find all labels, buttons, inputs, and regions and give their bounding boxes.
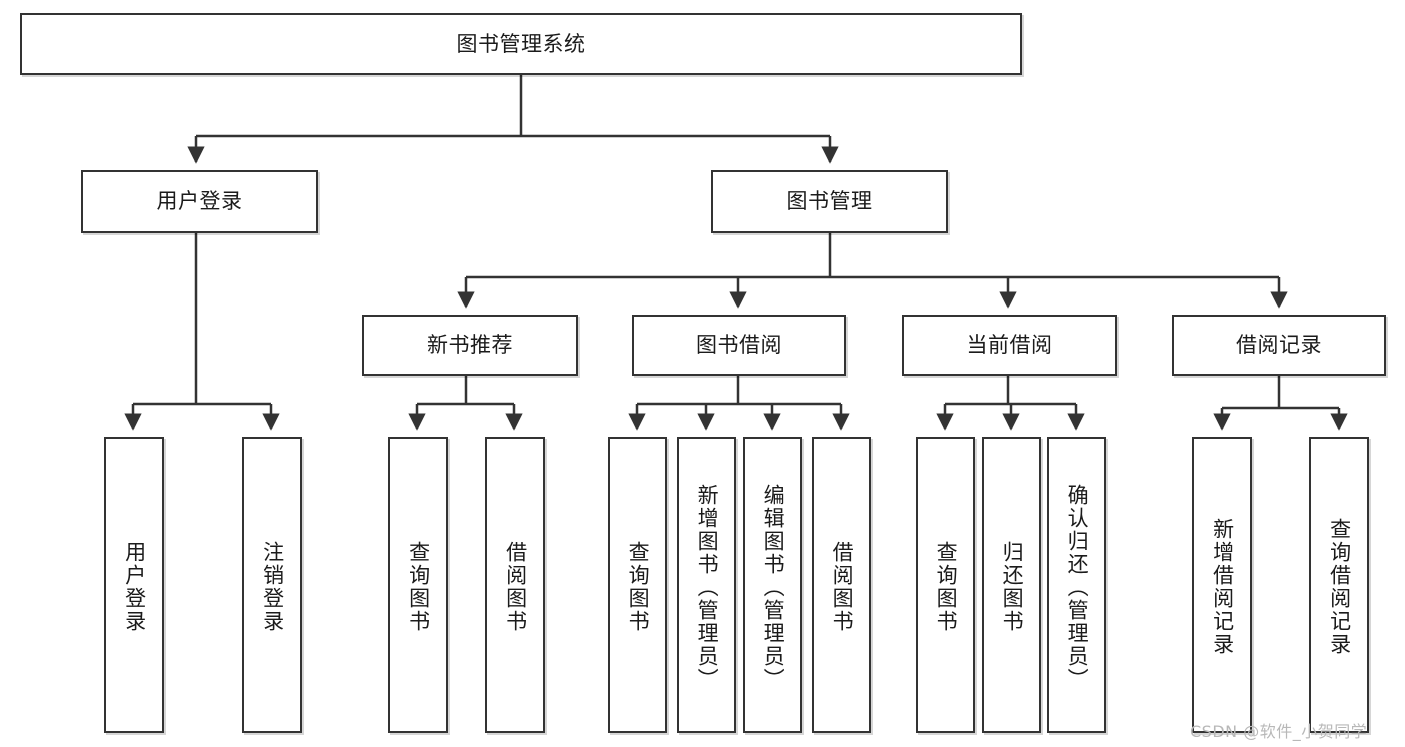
node-leaf-borrow-book-2-label: 借阅图书 (830, 541, 855, 633)
node-leaf-add-book[interactable]: 新增图书（管理员） (677, 437, 736, 733)
node-book-borrow-label: 图书借阅 (696, 333, 782, 358)
node-leaf-query-record[interactable]: 查询借阅记录 (1309, 437, 1369, 733)
node-leaf-confirm-return-label: 确认归还（管理员） (1065, 483, 1090, 691)
node-leaf-edit-book-label: 编辑图书（管理员） (761, 483, 786, 691)
node-leaf-query-book-2-label: 查询图书 (626, 541, 651, 633)
node-leaf-user-login-label: 用户登录 (122, 541, 147, 633)
node-current-borrow[interactable]: 当前借阅 (902, 315, 1117, 376)
csdn-watermark: CSDN @软件_小贺同学 (1190, 722, 1368, 741)
node-leaf-borrow-book-1[interactable]: 借阅图书 (485, 437, 545, 733)
node-user-login[interactable]: 用户登录 (81, 170, 318, 233)
node-new-book-recommend-label: 新书推荐 (427, 333, 513, 358)
node-book-borrow[interactable]: 图书借阅 (632, 315, 846, 376)
node-leaf-query-book-1[interactable]: 查询图书 (388, 437, 448, 733)
node-leaf-return-book-label: 归还图书 (1000, 541, 1025, 633)
node-leaf-add-record[interactable]: 新增借阅记录 (1192, 437, 1252, 733)
node-leaf-query-book-1-label: 查询图书 (406, 541, 431, 633)
node-root[interactable]: 图书管理系统 (20, 13, 1022, 75)
node-book-manage-label: 图书管理 (786, 189, 873, 214)
node-borrow-record[interactable]: 借阅记录 (1172, 315, 1386, 376)
node-leaf-user-login[interactable]: 用户登录 (104, 437, 164, 733)
node-leaf-user-logout[interactable]: 注销登录 (242, 437, 302, 733)
node-borrow-record-label: 借阅记录 (1236, 333, 1322, 358)
node-leaf-confirm-return[interactable]: 确认归还（管理员） (1047, 437, 1106, 733)
node-leaf-return-book[interactable]: 归还图书 (982, 437, 1041, 733)
node-leaf-add-record-label: 新增借阅记录 (1210, 518, 1235, 656)
node-leaf-query-book-3[interactable]: 查询图书 (916, 437, 975, 733)
node-leaf-query-record-label: 查询借阅记录 (1327, 518, 1352, 656)
node-leaf-user-logout-label: 注销登录 (260, 541, 285, 633)
node-leaf-query-book-3-label: 查询图书 (934, 541, 959, 633)
node-leaf-add-book-label: 新增图书（管理员） (695, 483, 720, 691)
node-new-book-recommend[interactable]: 新书推荐 (362, 315, 578, 376)
node-leaf-borrow-book-1-label: 借阅图书 (503, 541, 528, 633)
node-user-login-label: 用户登录 (156, 189, 243, 214)
node-root-label: 图书管理系统 (456, 31, 586, 56)
node-leaf-borrow-book-2[interactable]: 借阅图书 (812, 437, 871, 733)
node-leaf-edit-book[interactable]: 编辑图书（管理员） (743, 437, 802, 733)
node-leaf-query-book-2[interactable]: 查询图书 (608, 437, 667, 733)
node-book-manage[interactable]: 图书管理 (711, 170, 948, 233)
node-current-borrow-label: 当前借阅 (966, 333, 1053, 358)
